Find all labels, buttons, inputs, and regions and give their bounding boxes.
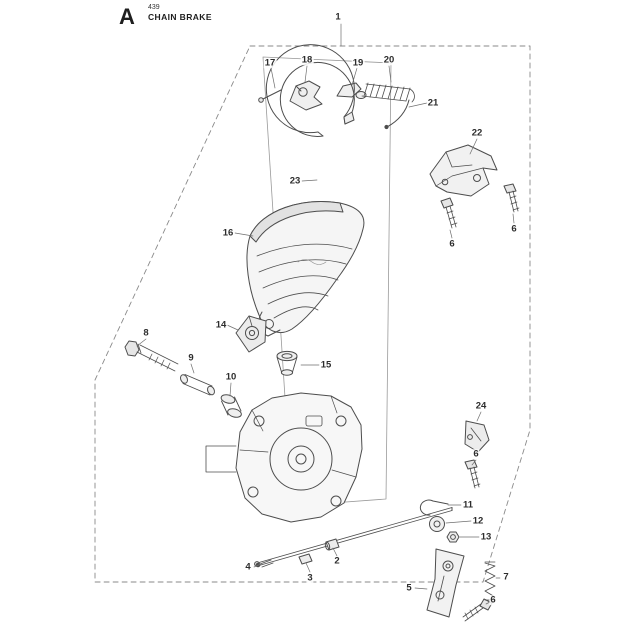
part-3-bushing xyxy=(298,553,313,565)
section-title: CHAIN BRAKE xyxy=(148,12,212,22)
callout-5: 5 xyxy=(405,582,413,594)
callout-12: 12 xyxy=(471,515,485,527)
part-10-sleeve xyxy=(220,394,242,418)
part-crankcase-housing xyxy=(205,392,363,523)
callout-7: 7 xyxy=(502,571,510,583)
part-15-bushing-cone xyxy=(276,350,298,376)
callout-3: 3 xyxy=(306,572,314,584)
section-letter: A xyxy=(119,4,136,29)
part-5-side-plate xyxy=(426,548,465,618)
callout-1: 1 xyxy=(334,11,342,23)
part-6-screw-d xyxy=(462,598,493,622)
part-24-latch xyxy=(464,420,490,453)
part-23-brake-band xyxy=(265,44,355,137)
part-2-sleeve xyxy=(324,538,340,551)
callout-6-d: 6 xyxy=(489,594,497,606)
part-9-pin xyxy=(180,374,215,396)
callout-15: 15 xyxy=(319,359,333,371)
callout-21: 21 xyxy=(426,97,440,109)
callout-6-a: 6 xyxy=(448,238,456,250)
callout-6-c: 6 xyxy=(472,448,480,460)
callout-18: 18 xyxy=(300,54,314,66)
part-13-nut xyxy=(446,531,460,543)
part-18-trigger-lever xyxy=(289,80,323,111)
part-20-tension-spring xyxy=(361,82,415,103)
callout-13: 13 xyxy=(479,531,493,543)
part-17-pin xyxy=(258,89,282,103)
callout-8: 8 xyxy=(142,327,150,339)
callout-2: 2 xyxy=(333,555,341,567)
part-21-spring-end xyxy=(384,99,410,130)
leader-lines xyxy=(136,23,515,605)
part-22-cover-bracket xyxy=(429,144,498,197)
callout-16: 16 xyxy=(221,227,235,239)
part-16-hand-guard-lever xyxy=(246,201,365,337)
callout-20: 20 xyxy=(382,54,396,66)
part-14-bracket xyxy=(235,315,267,353)
part-6-screw-b xyxy=(503,183,520,213)
callout-11: 11 xyxy=(461,499,475,511)
part-12-washer xyxy=(429,516,445,532)
model-number: 439 xyxy=(148,4,160,11)
callout-14: 14 xyxy=(214,319,228,331)
callout-19: 19 xyxy=(351,57,365,69)
callout-23: 23 xyxy=(288,175,302,187)
callout-6-b: 6 xyxy=(510,223,518,235)
callout-24: 24 xyxy=(474,400,488,412)
callout-10: 10 xyxy=(224,371,238,383)
boundary-dashed xyxy=(94,45,531,583)
callout-22: 22 xyxy=(470,127,484,139)
part-8-bolt xyxy=(124,340,179,372)
part-19-knee-joint xyxy=(336,82,367,99)
callout-9: 9 xyxy=(187,352,195,364)
callout-17: 17 xyxy=(263,57,277,69)
part-6-screw-a xyxy=(440,197,458,229)
callout-4: 4 xyxy=(244,561,252,573)
